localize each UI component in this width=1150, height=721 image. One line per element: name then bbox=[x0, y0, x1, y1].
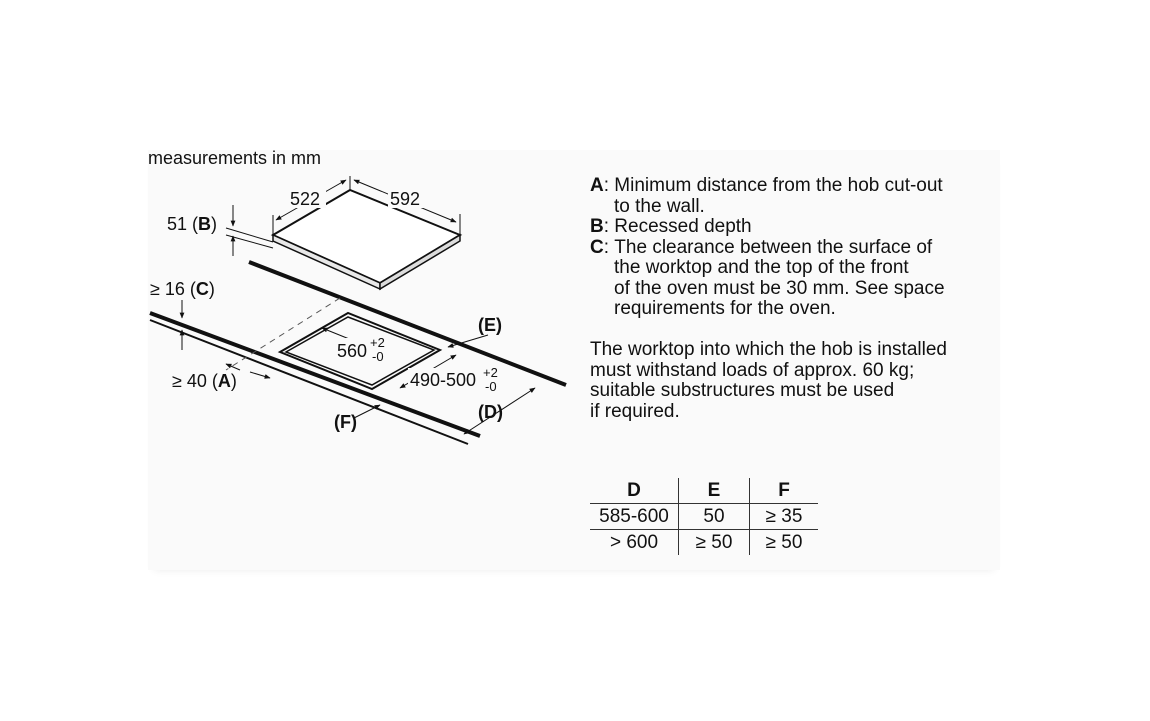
legend-text: Recessed depth bbox=[614, 216, 752, 237]
e-dimension bbox=[447, 334, 489, 348]
table-cell: ≥ 50 bbox=[765, 531, 803, 553]
clearance-c-label: ≥ 16 (C) bbox=[150, 279, 215, 299]
cutout-width-label: 560 bbox=[337, 341, 367, 361]
legend-continuation: the worktop and the top of the front of … bbox=[614, 257, 945, 319]
table-row: 585-600 50 ≥ 35 bbox=[590, 503, 818, 530]
hob-depth-label: 522 bbox=[290, 189, 320, 209]
f-dimension bbox=[353, 404, 381, 419]
table-header-row: D E F bbox=[590, 478, 818, 504]
table-header-f: F bbox=[749, 478, 818, 504]
cutout-width-tolerance-upper: +2 bbox=[370, 335, 385, 350]
recessed-depth-dimension bbox=[225, 205, 274, 256]
d-dimension bbox=[463, 387, 536, 435]
table-cell: ≥ 35 bbox=[749, 503, 818, 530]
legend-text: The clearance between the surface of bbox=[614, 236, 933, 258]
legend-text: Minimum distance from the hob cut-out bbox=[614, 175, 943, 196]
cutout-depth-tolerance-upper: +2 bbox=[483, 365, 498, 380]
hob-width-label: 592 bbox=[390, 189, 420, 209]
table-cell: ≥ 50 bbox=[678, 529, 750, 555]
cutout-width-tolerance-lower: -0 bbox=[372, 349, 384, 364]
legend-item-c: C: The clearance between the surface of … bbox=[590, 236, 990, 320]
label-e: (E) bbox=[478, 315, 502, 335]
distance-a-dimension bbox=[225, 363, 271, 379]
units-caption: measurements in mm bbox=[148, 148, 321, 168]
distance-a-label: ≥ 40 (A) bbox=[172, 371, 237, 391]
recessed-depth-label: 51 (B) bbox=[167, 214, 217, 234]
table-cell: 585-600 bbox=[590, 503, 679, 530]
table-header-e: E bbox=[678, 478, 750, 504]
cutout-depth-label: 490-500 bbox=[410, 370, 476, 390]
table-row: > 600 ≥ 50 ≥ 50 bbox=[590, 529, 818, 555]
legend-key: A bbox=[590, 175, 604, 196]
table-cell: > 600 bbox=[590, 529, 679, 555]
legend-continuation: to the wall. bbox=[614, 195, 705, 217]
legend: A: Minimum distance from the hob cut-out… bbox=[590, 175, 990, 320]
worktop-load-note: The worktop into which the hob is instal… bbox=[590, 339, 947, 422]
label-d: (D) bbox=[478, 402, 503, 422]
clearance-table: D E F 585-600 50 ≥ 35 > 600 ≥ 50 ≥ 50 bbox=[590, 478, 818, 555]
legend-key: B bbox=[590, 216, 604, 237]
table-cell: 50 bbox=[678, 503, 750, 530]
legend-item-b: B: Recessed depth bbox=[590, 216, 752, 237]
legend-item-a: A: Minimum distance from the hob cut-out… bbox=[590, 175, 990, 217]
cutout-depth-tolerance-lower: -0 bbox=[485, 379, 497, 394]
table-header-d: D bbox=[590, 478, 679, 504]
legend-key: C bbox=[590, 236, 604, 258]
worktop-drawing bbox=[149, 260, 567, 445]
label-f: (F) bbox=[334, 412, 357, 432]
